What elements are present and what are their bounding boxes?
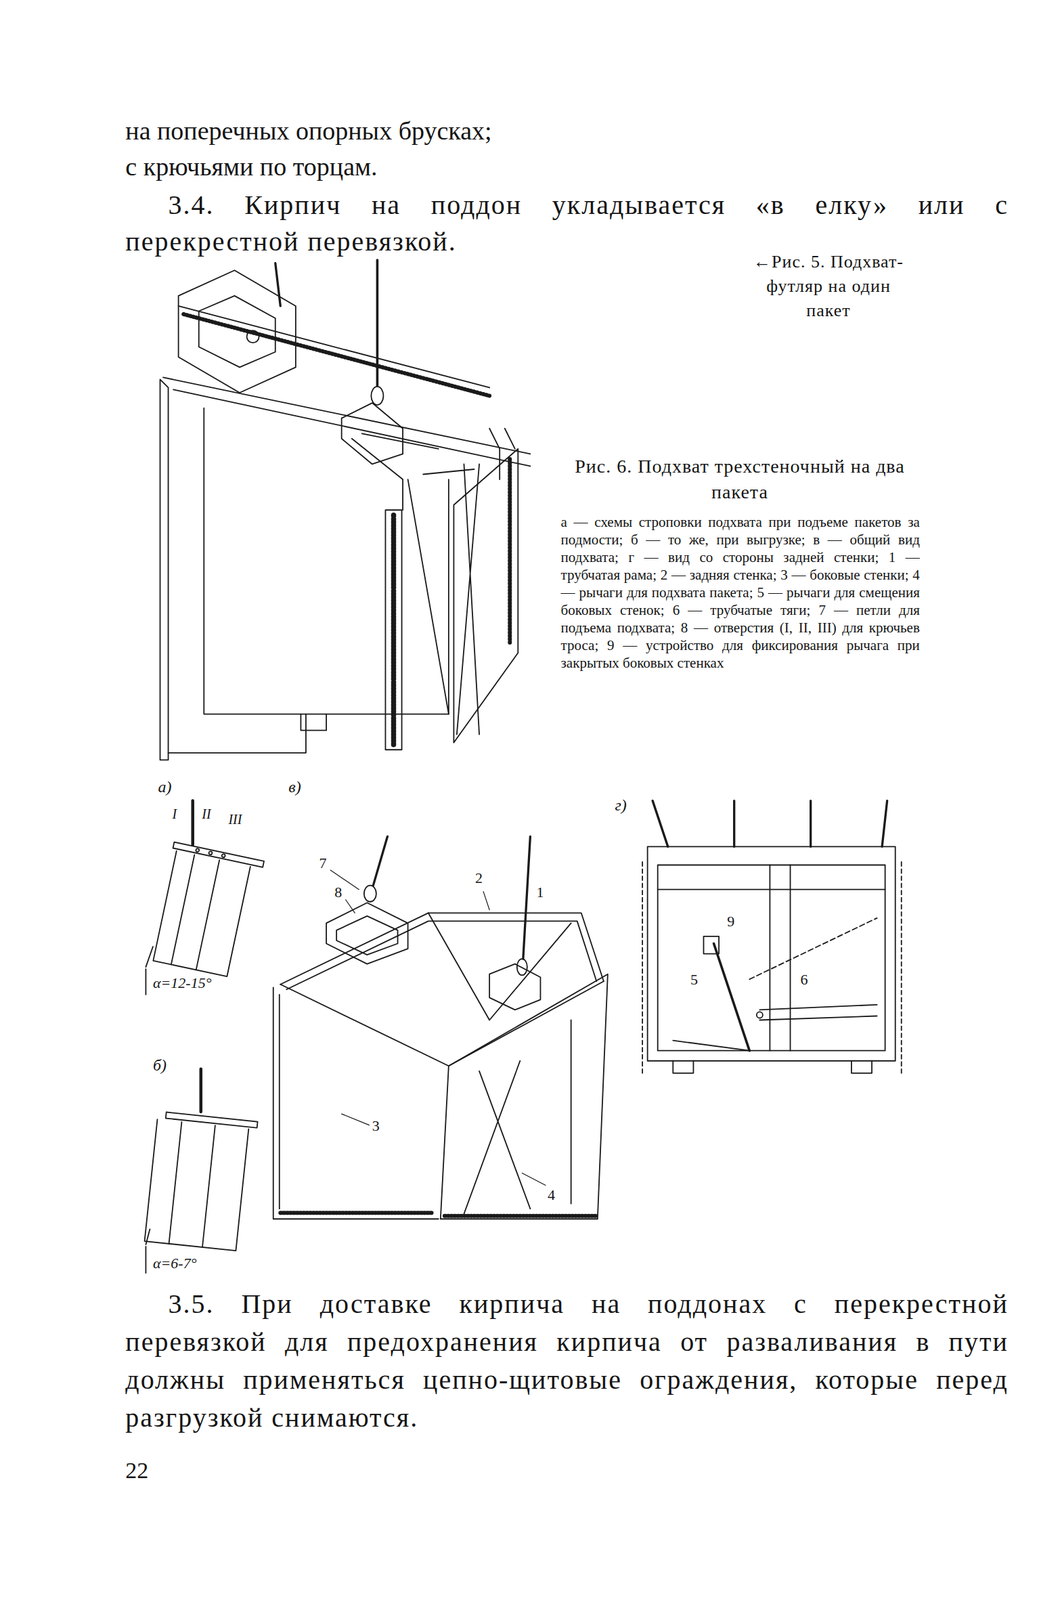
figure-letter: б) <box>152 1055 167 1075</box>
callout-number: 3 <box>372 1116 380 1135</box>
figure-6g-drawing <box>642 800 902 1077</box>
figure-letter: г) <box>614 795 627 815</box>
figure-5-drawing <box>160 259 531 760</box>
callout-number: 9 <box>726 912 735 931</box>
callout-number: 2 <box>475 869 483 887</box>
callout-number: 1 <box>536 883 544 901</box>
figure-letter: а) <box>158 777 172 797</box>
callout-number: 5 <box>690 970 698 989</box>
paragraph: 3.5. При доставке кирпича на поддонах с … <box>125 1284 1009 1437</box>
callout-number: 4 <box>547 1185 556 1204</box>
figure-legend: а — схемы строповки подхвата при подъеме… <box>561 513 920 672</box>
figure-6a-drawing <box>145 800 264 995</box>
figure-caption: ←Рис. 5. Подхват-футляр на один пакет <box>744 249 914 323</box>
figure-letter: в) <box>288 777 301 797</box>
figure-6b-drawing <box>144 1068 258 1273</box>
body-text: на поперечных опорных брусках; <box>125 115 492 147</box>
figure-caption: Рис. 6. Подхват трехстеночный на два пак… <box>559 453 922 505</box>
paragraph: 3.4. Кирпич на поддон укладывается «в ел… <box>125 186 1009 260</box>
callout-number: 8 <box>334 883 342 901</box>
hole-number: II <box>201 805 211 822</box>
figure-6v-drawing <box>273 835 608 1219</box>
page-number: 22 <box>125 1455 149 1484</box>
body-text: с крючьями по торцам. <box>125 150 378 183</box>
angle-dimension: α=6-7° <box>152 1254 197 1272</box>
hole-number: III <box>228 810 242 828</box>
callout-number: 7 <box>319 854 327 872</box>
hole-number: I <box>172 805 178 822</box>
callout-number: 6 <box>800 970 809 989</box>
angle-dimension: α=12-15° <box>152 974 212 992</box>
